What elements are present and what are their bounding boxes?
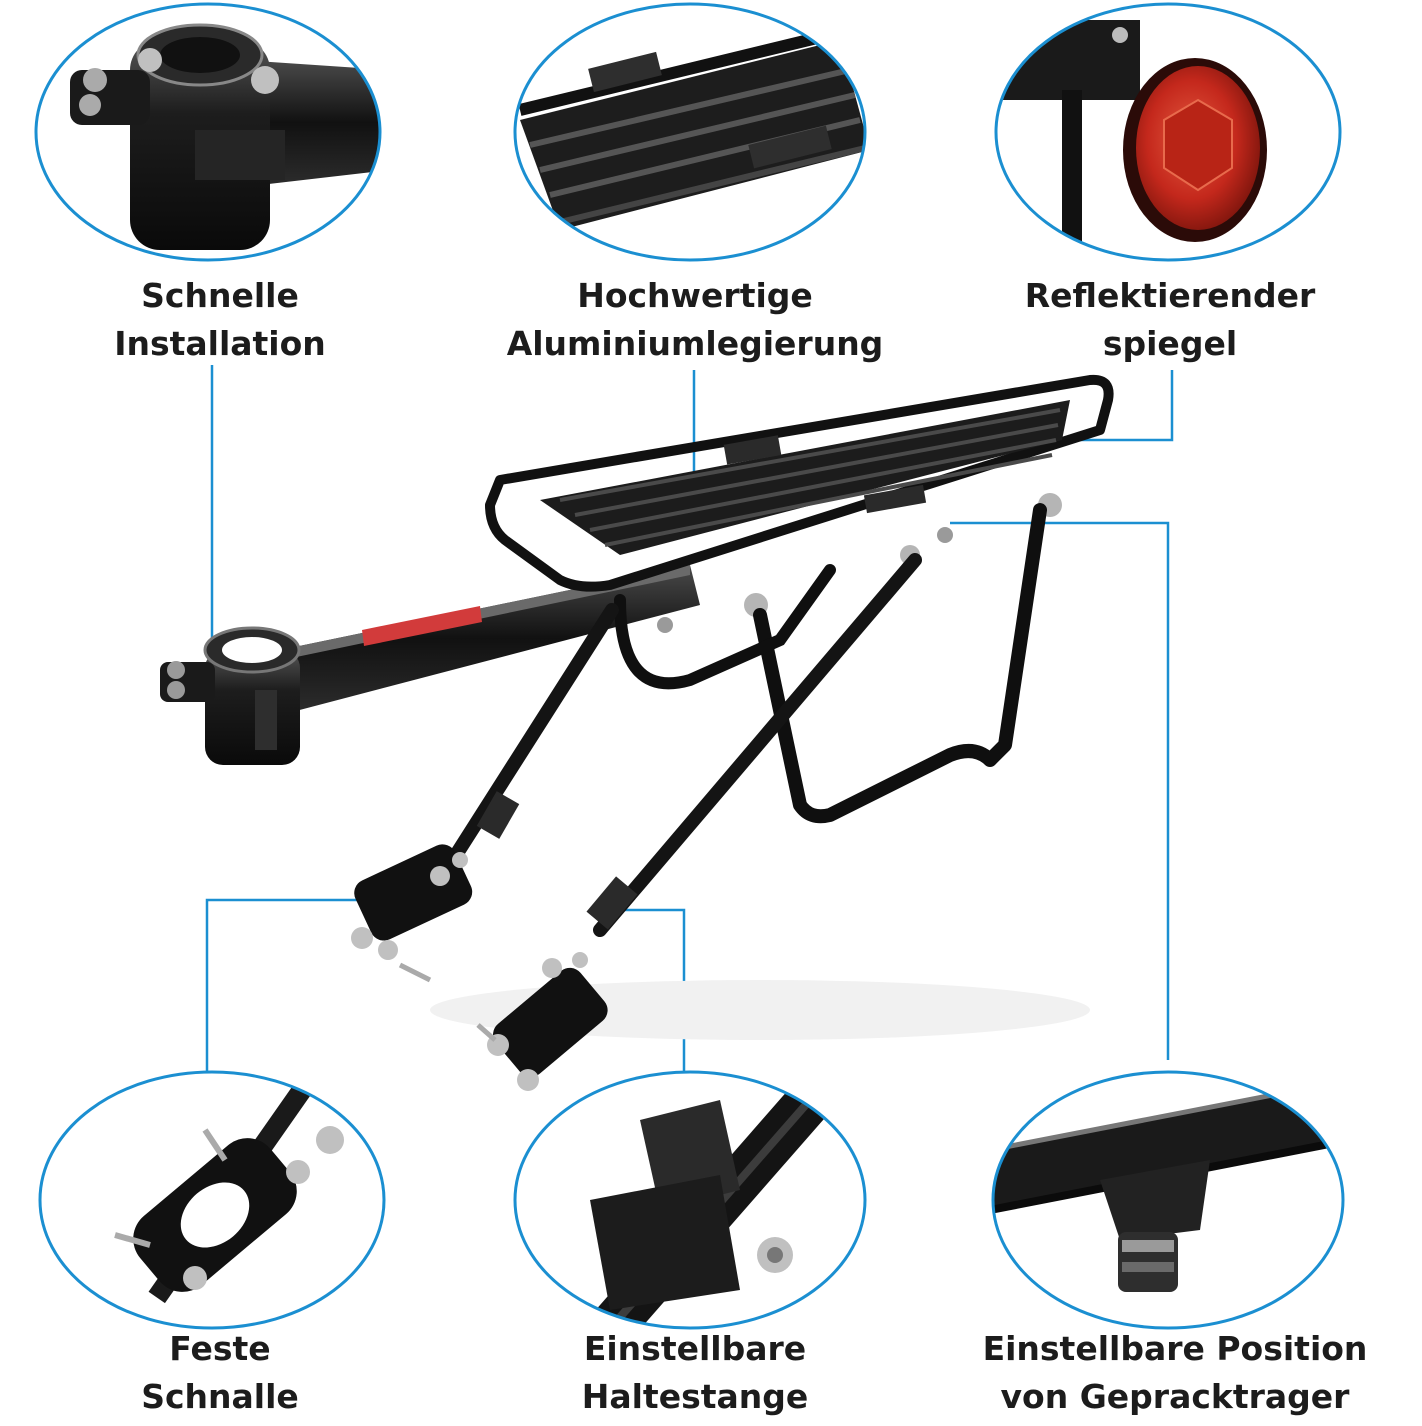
- feature-label-line: von Gepracktrager: [1000, 1377, 1350, 1416]
- detail-circle-position: [991, 1070, 1345, 1330]
- feature-label-line: Schnalle: [141, 1377, 299, 1416]
- detail-circle-strut: [513, 1070, 867, 1330]
- callout-line-position: [950, 521, 1170, 1060]
- luggage-rack: [160, 374, 1114, 1091]
- feature-label-installation: Schnelle Installation: [60, 272, 380, 368]
- detail-circle-installation: [34, 2, 382, 262]
- feature-label-line: Feste: [169, 1329, 271, 1368]
- brand-sticker: [362, 606, 482, 646]
- feature-label-line: Reflektierender: [1024, 276, 1316, 315]
- detail-circle-reflector: [994, 2, 1342, 262]
- feature-label-line: Haltestange: [581, 1377, 809, 1416]
- feature-label-reflector: Reflektierender spiegel: [1000, 272, 1340, 368]
- feature-label-strut: Einstellbare Haltestange: [530, 1325, 860, 1421]
- strut-clamp-left: [351, 844, 473, 983]
- detail-circle-buckle: [38, 1070, 386, 1330]
- feature-label-position: Einstellbare Position von Gepracktrager: [940, 1325, 1410, 1421]
- feature-label-buckle: Feste Schnalle: [60, 1325, 380, 1421]
- feature-label-line: Installation: [114, 324, 326, 363]
- callout-line-buckle: [205, 898, 405, 1072]
- callout-lines: [205, 365, 1174, 1072]
- feature-label-line: Einstellbare: [583, 1329, 807, 1368]
- feature-label-line: Aluminiumlegierung: [506, 324, 884, 363]
- detail-circle-aluminium: [513, 2, 867, 262]
- feature-label-line: spiegel: [1102, 324, 1238, 363]
- feature-label-line: Hochwertige: [577, 276, 813, 315]
- feature-label-line: Schnelle: [141, 276, 299, 315]
- rack-platform-icon: [518, 24, 865, 230]
- strut-clamp-right: [476, 952, 608, 1091]
- feature-label-line: Einstellbare Position: [982, 1329, 1368, 1368]
- callout-line-reflector: [1060, 370, 1174, 442]
- mount-bolt-icon: [993, 1077, 1343, 1292]
- feature-label-aluminium: Hochwertige Aluminiumlegierung: [480, 272, 910, 368]
